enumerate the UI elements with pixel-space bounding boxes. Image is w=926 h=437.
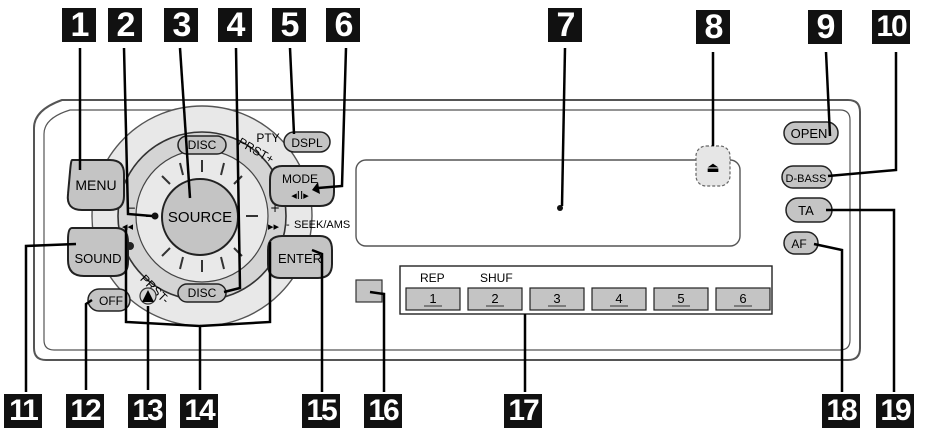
preset-label-2: 2 <box>491 291 498 306</box>
open-button[interactable] <box>783 121 839 145</box>
callout-16: 16 <box>364 394 402 428</box>
callout-19: 19 <box>876 394 914 428</box>
callout-6: 6 <box>326 8 360 42</box>
minus-icon: − <box>126 201 136 215</box>
callout-11: 11 <box>4 394 42 428</box>
callout-2: 2 <box>108 8 142 42</box>
preset-button-4[interactable] <box>591 287 647 311</box>
mode-button[interactable] <box>269 165 335 207</box>
disc-down-button[interactable] <box>177 283 227 303</box>
off-label: OFF <box>99 294 123 308</box>
callout-10: 10 <box>872 10 910 44</box>
preset-button-3[interactable] <box>529 287 585 311</box>
mode-label: MODE <box>282 172 318 186</box>
callout-17: 17 <box>504 394 542 428</box>
disc-down-label: DISC <box>188 286 217 300</box>
callout-12: 12 <box>66 394 104 428</box>
eject-icon[interactable]: ⏏ <box>706 160 719 176</box>
right-buttons: OPEN D-BASS TA AF <box>781 121 839 255</box>
off-button[interactable] <box>87 288 131 312</box>
callout-1: 1 <box>62 8 96 42</box>
disc-up-label: DISC <box>188 138 217 152</box>
preset-label-6: 6 <box>739 291 746 306</box>
seek-ams-label: SEEK/AMS <box>294 219 350 231</box>
dspl-button[interactable] <box>283 131 331 153</box>
disc-up-button[interactable] <box>177 135 227 155</box>
callout-9: 9 <box>808 10 842 44</box>
seek-back-icon: ◂◂ <box>122 220 134 233</box>
shuf-label: SHUF <box>480 271 513 285</box>
dash-label: - <box>286 219 290 231</box>
source-label: SOURCE <box>168 209 232 226</box>
menu-label: MENU <box>75 177 116 193</box>
dbass-button[interactable] <box>781 165 833 189</box>
af-label: AF <box>791 237 806 251</box>
callout-18: 18 <box>822 394 860 428</box>
pty-label: PTY <box>256 131 279 145</box>
callout-4: 4 <box>218 8 252 42</box>
preset-label-3: 3 <box>553 291 560 306</box>
callout-3: 3 <box>164 8 198 42</box>
rep-label: REP <box>420 271 445 285</box>
enter-label: ENTER <box>278 251 322 266</box>
faceplate <box>33 99 861 361</box>
preset-button-1[interactable] <box>405 287 461 311</box>
af-button[interactable] <box>783 231 819 255</box>
ta-label: TA <box>798 203 814 218</box>
dial-side-buttons: PTY DSPL MODE ◂II▸ SEEK/AMS - ENTER <box>256 131 350 279</box>
display-window <box>355 159 741 247</box>
preset-label-4: 4 <box>615 291 622 306</box>
callout-7: 7 <box>548 8 582 42</box>
menu-button[interactable] <box>66 159 125 211</box>
enter-button[interactable] <box>267 235 333 279</box>
callout-arrows <box>142 182 320 302</box>
dbass-label: D-BASS <box>786 173 827 185</box>
preset-button-6[interactable] <box>715 287 771 311</box>
dial-assembly: SOURCE DISC DISC PRST+ PRST- ◂◂ ▸▸ + − <box>91 105 313 327</box>
seek-forward-icon: ▸▸ <box>268 220 280 233</box>
sound-label: SOUND <box>75 251 122 266</box>
left-right-arrow-icon: ◂II▸ <box>291 189 309 202</box>
leader-lines <box>24 47 898 392</box>
plus-icon: + <box>270 201 280 215</box>
source-indicator <box>151 212 159 220</box>
preset-frame <box>399 265 773 315</box>
dspl-label: DSPL <box>291 136 323 150</box>
callout-5: 5 <box>272 8 306 42</box>
preset-button-5[interactable] <box>653 287 709 311</box>
display-marker <box>557 205 563 211</box>
callout-13: 13 <box>128 394 166 428</box>
small-square-button[interactable] <box>355 279 383 303</box>
left-buttons: MENU SOUND OFF <box>66 159 131 312</box>
open-label: OPEN <box>791 126 828 141</box>
preset-area: REP SHUF 1 2 3 4 5 6 <box>355 265 773 315</box>
preset-button-2[interactable] <box>467 287 523 311</box>
callout-14: 14 <box>180 394 218 428</box>
preset-label-5: 5 <box>677 291 684 306</box>
preset-label-1: 1 <box>429 291 436 306</box>
callout-8: 8 <box>696 10 730 44</box>
callout-15: 15 <box>302 394 340 428</box>
